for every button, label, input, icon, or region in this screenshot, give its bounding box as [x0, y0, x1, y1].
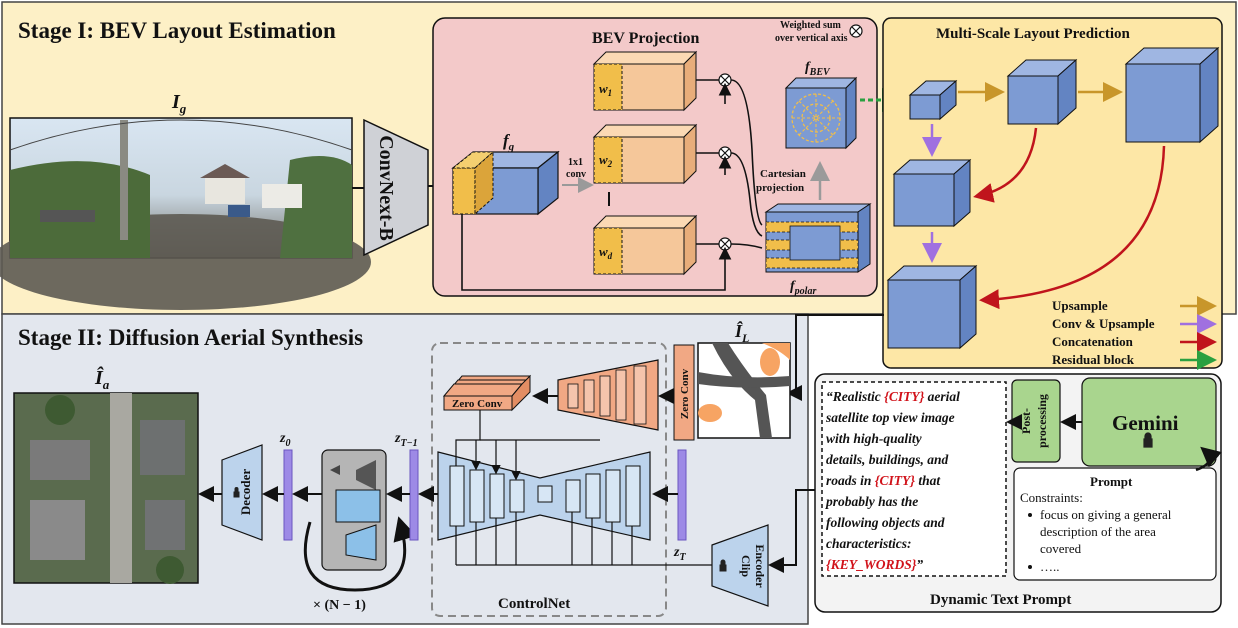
prompt-spec-box: Prompt Constraints: focus on giving a ge… [1013, 467, 1217, 581]
arrow-to-layout [786, 314, 884, 401]
multiscale-title: Multi-Scale Layout Prediction [936, 26, 1131, 42]
fbev-feature-cube [784, 76, 858, 150]
legend-label-concatenation: Concatenation [1052, 334, 1134, 349]
convnext-backbone: ConvNext-B [363, 118, 429, 257]
weighted-sum-note-2: over vertical axis [775, 33, 848, 44]
legend-label-conv-upsample: Conv & Upsample [1052, 316, 1155, 331]
fg-label: fg [503, 131, 515, 153]
prompt-line-6: probably has the [825, 494, 918, 509]
arrow-prompt-to-clip [768, 489, 818, 573]
zero-conv-input: Zero Conv [673, 344, 695, 441]
prompt-spec-title: Prompt [1090, 474, 1133, 489]
scale-cube-2 [1006, 58, 1078, 126]
arrow-prompt-to-gemini [1195, 446, 1222, 472]
postprocessing-block: Post- processing [1011, 379, 1061, 463]
zero-conv-stack [442, 374, 532, 412]
denoise-block [321, 449, 387, 571]
fg-feature-cube [451, 150, 560, 216]
backbone-label: ConvNext-B [375, 135, 397, 241]
weight-cube-d [592, 214, 698, 276]
z0-label: z0 [279, 431, 290, 449]
prompt-line-2: satellite top view image [825, 410, 955, 425]
weighted-sum-icon [849, 24, 863, 38]
legend-label-upsample: Upsample [1052, 298, 1108, 313]
clip-encoder: Clip Encoder [711, 524, 769, 607]
prompt-text-box [821, 381, 1007, 577]
bev-projection-title: BEV Projection [592, 30, 700, 47]
zero-conv-input-label: Zero Conv [679, 368, 691, 419]
stage1-title: Stage I: BEV Layout Estimation [18, 18, 336, 43]
multiply-node-d [718, 237, 732, 251]
decoder-block: Decoder [221, 444, 263, 541]
latent-zt [677, 449, 687, 541]
cartesian-label-1: Cartesian [760, 168, 806, 180]
clip-encoder-label-1: Clip [739, 555, 753, 577]
legend: Upsample Conv & Upsample Concatenation R… [1052, 296, 1217, 370]
gemini-label: Gemini [1112, 411, 1179, 435]
prompt-bullet-1a: focus on giving a general [1040, 507, 1172, 522]
prompt-line-3: with high-quality [826, 431, 923, 446]
prompt-line-8: characteristics: [826, 536, 912, 551]
prompt-line-5: roads in {CITY} that [826, 473, 941, 488]
stage2-title: Stage II: Diffusion Aerial Synthesis [18, 325, 363, 350]
prompt-line-1: “Realistic {CITY} aerial [826, 389, 960, 404]
controlnet-box [431, 342, 667, 617]
weight-cube-1 [592, 50, 698, 112]
legend-label-residual: Residual block [1052, 352, 1135, 367]
cartesian-label-2: projection [756, 182, 804, 194]
scale-cube-4 [892, 158, 972, 228]
input-panorama-image [0, 117, 371, 310]
bullet-1 [1028, 513, 1032, 517]
controlnet-label: ControlNet [498, 596, 570, 612]
decoder-label: Decoder [238, 469, 253, 515]
lock-icon [1143, 432, 1153, 448]
prompt-line-4: details, buildings, and [826, 452, 949, 467]
prompt-line-9: {KEY_WORDS}” [826, 557, 923, 572]
prompt-bullet-2: ….. [1040, 559, 1060, 574]
output-aerial-image [13, 392, 199, 584]
postprocessing-label-1: Post- [1019, 408, 1033, 434]
unet-block [437, 451, 651, 541]
prompt-spec-constraints: Constraints: [1020, 490, 1083, 505]
prompt-bullet-1c: covered [1040, 541, 1082, 556]
conv-1x1-label-2: conv [566, 169, 586, 180]
scale-cube-1 [908, 79, 958, 121]
fpolar-feature [764, 203, 872, 273]
multiscale-arrows [922, 82, 1166, 310]
gemini-block: Gemini [1081, 377, 1217, 467]
latent-z0 [283, 449, 293, 541]
multiply-node-2 [718, 146, 732, 160]
unet-skip-lines [455, 410, 720, 566]
controlnet-encoder [557, 359, 659, 431]
zero-conv-stack-label: Zero Conv [452, 398, 503, 410]
clip-encoder-label-2: Encoder [753, 544, 767, 588]
bullet-2 [1028, 565, 1032, 569]
prompt-line-7: following objects and [826, 515, 945, 530]
weighted-sum-note-1: Weighted sum [780, 20, 842, 31]
prompt-text: “Realistic {CITY} aerial satellite top v… [825, 389, 960, 572]
conv-1x1-label: 1x1 [568, 157, 583, 168]
layout-image [697, 342, 791, 439]
scale-cube-3 [1124, 46, 1220, 144]
latent-zt1 [409, 449, 419, 541]
dynamic-prompt-title: Dynamic Text Prompt [930, 592, 1071, 608]
weight-connections [461, 79, 763, 291]
postprocessing-label-2: processing [1035, 394, 1049, 448]
multiply-node-1 [718, 73, 732, 87]
loop-arrow [303, 516, 417, 592]
scale-cube-5 [886, 264, 978, 350]
prompt-bullet-1b: description of the area [1040, 524, 1156, 539]
loop-label: × (N − 1) [313, 598, 366, 613]
weight-cube-2 [592, 123, 698, 185]
